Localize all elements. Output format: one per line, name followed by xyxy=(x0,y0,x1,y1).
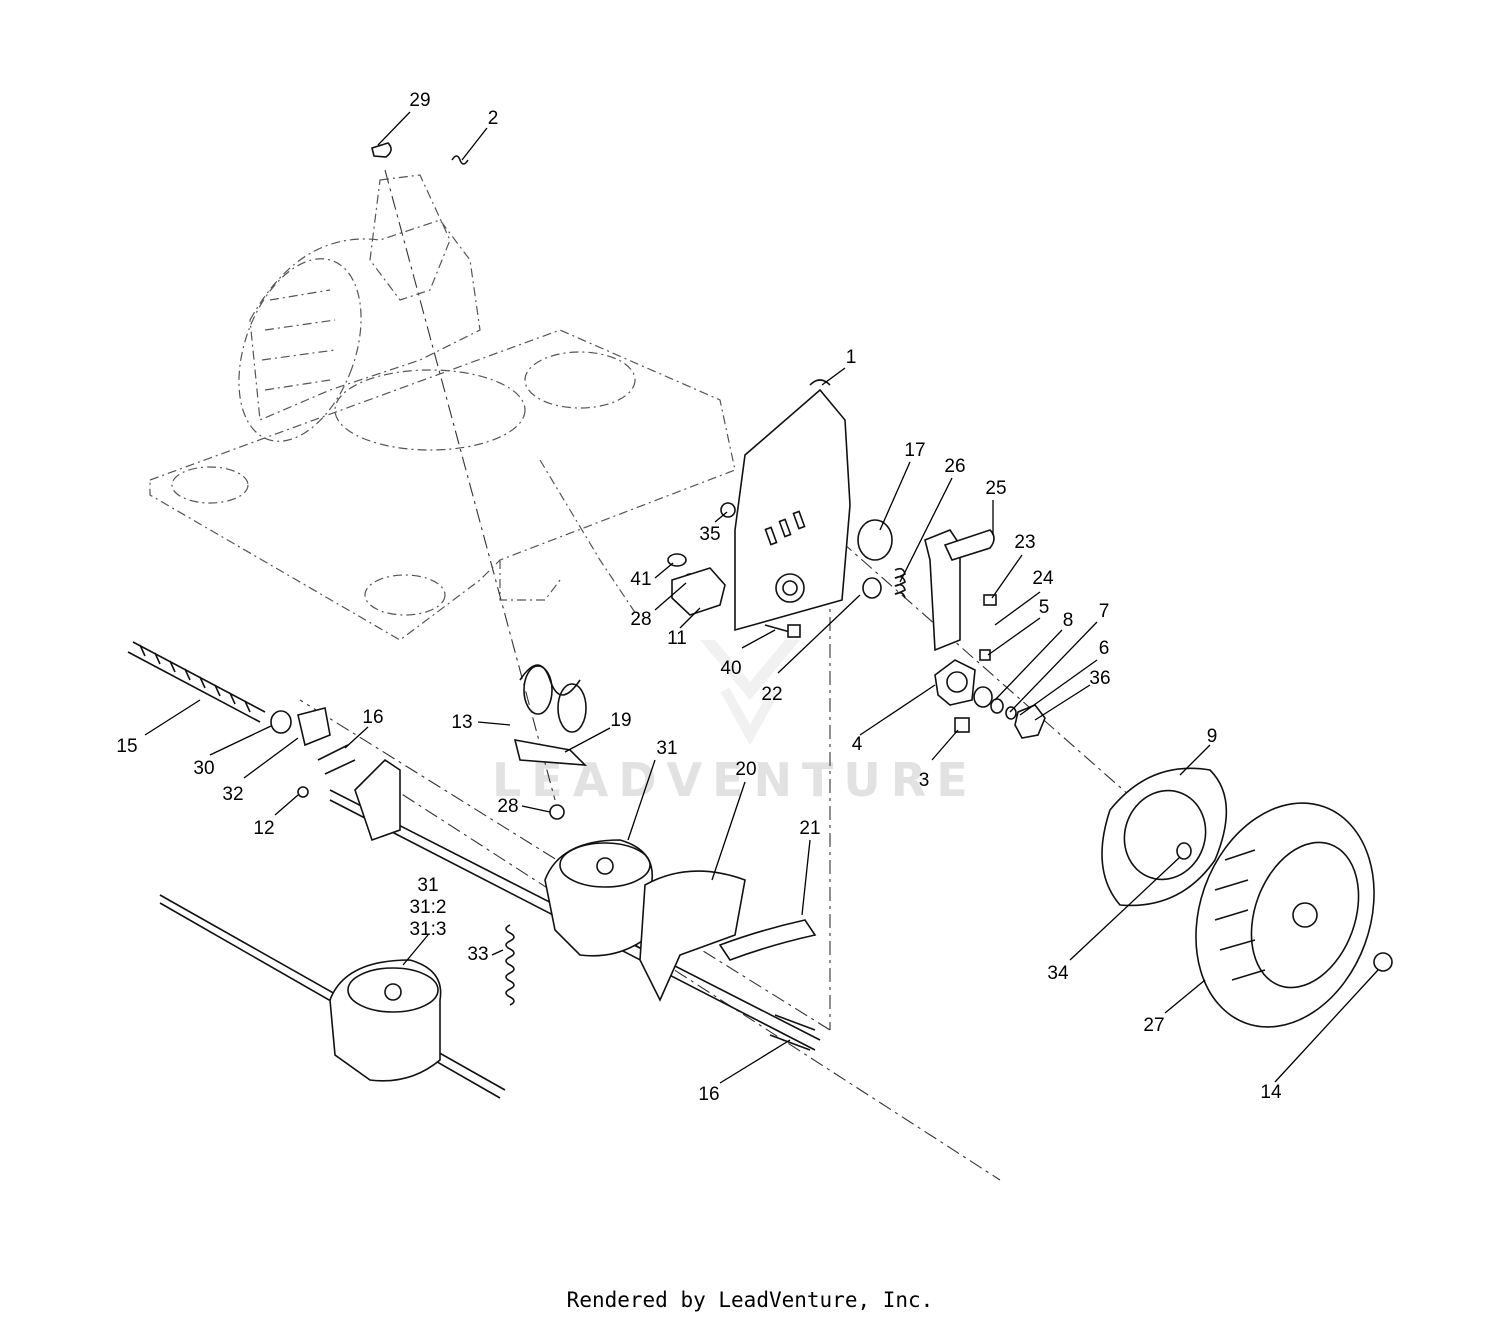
height-quadrant-20 xyxy=(639,870,746,1002)
callout-4: 4 xyxy=(852,734,863,755)
callout-17: 17 xyxy=(904,440,925,461)
callout-23: 23 xyxy=(1014,532,1035,553)
callout-28-top: 28 xyxy=(630,609,651,630)
gear-6-36 xyxy=(1014,704,1046,739)
bolt-3 xyxy=(954,717,970,733)
spring-16-bottom xyxy=(769,1014,816,1051)
callout-40: 40 xyxy=(720,658,741,679)
clip-2 xyxy=(451,155,469,165)
callout-27: 27 xyxy=(1143,1015,1164,1036)
callout-31-top: 31 xyxy=(656,738,677,759)
callout-20: 20 xyxy=(735,759,756,780)
callout-21: 21 xyxy=(799,818,820,839)
spring-26 xyxy=(894,567,906,599)
washer-8 xyxy=(990,698,1004,714)
clip-19 xyxy=(513,738,588,766)
transmission-31-bottom xyxy=(329,959,442,1082)
washer-34 xyxy=(1176,842,1192,860)
spring-16-top xyxy=(317,744,356,775)
pin-29 xyxy=(371,142,392,158)
handle-25 xyxy=(943,529,995,561)
assembly-center-lines xyxy=(159,169,1181,1181)
callout-1: 1 xyxy=(846,347,857,368)
washer-5 xyxy=(973,686,993,708)
callout-31-2: 31:2 xyxy=(410,897,447,918)
threaded-rod-15 xyxy=(127,641,266,723)
spring-33 xyxy=(505,924,515,1006)
callout-28-bottom: 28 xyxy=(497,796,518,817)
washer-22 xyxy=(862,577,882,599)
watermark-logo xyxy=(700,640,800,746)
wheel-hub-stack xyxy=(934,659,1046,739)
nut-28b xyxy=(549,804,565,820)
arm-21 xyxy=(718,919,817,961)
nut-14 xyxy=(1373,952,1393,972)
bolt-40-head xyxy=(787,624,801,638)
rear-wheel-ghost xyxy=(238,258,362,442)
callout-36: 36 xyxy=(1089,668,1110,689)
top-hardware xyxy=(371,142,469,165)
transmission-31-top xyxy=(544,839,653,957)
bracket-11 xyxy=(671,567,726,616)
callout-29: 29 xyxy=(409,90,430,111)
leader-lines xyxy=(144,111,1379,1084)
side-plate xyxy=(734,379,851,632)
callout-13: 13 xyxy=(451,712,472,733)
hub-4 xyxy=(934,659,976,706)
callout-25: 25 xyxy=(985,478,1006,499)
mower-frame-ghost xyxy=(149,174,736,641)
callout-32: 32 xyxy=(222,784,243,805)
callout-16-top: 16 xyxy=(362,707,383,728)
callout-3: 3 xyxy=(919,770,930,791)
callout-8: 8 xyxy=(1063,610,1074,631)
callout-31-3: 31:3 xyxy=(410,919,447,940)
callout-35: 35 xyxy=(699,524,720,545)
drive-train xyxy=(127,641,821,1099)
callout-11: 11 xyxy=(667,628,687,649)
callout-6: 6 xyxy=(1099,638,1110,659)
bolt-24 xyxy=(979,649,991,661)
pin-12 xyxy=(297,786,309,798)
washer-7 xyxy=(1005,706,1017,720)
bolt-23 xyxy=(983,594,997,606)
callout-9: 9 xyxy=(1207,726,1218,747)
drive-wheel-assembly xyxy=(1101,767,1393,1028)
washer-17 xyxy=(857,519,893,561)
callout-22: 22 xyxy=(761,684,782,705)
callout-19: 19 xyxy=(610,710,631,731)
callout-30: 30 xyxy=(193,758,214,779)
callout-12: 12 xyxy=(253,818,274,839)
render-credit: Rendered by LeadVenture, Inc. xyxy=(566,1288,934,1312)
callout-16-bottom: 16 xyxy=(698,1084,719,1105)
callout-31-bottom: 31 xyxy=(417,875,438,896)
callout-26: 26 xyxy=(944,456,965,477)
height-adjust-parts xyxy=(857,519,997,661)
bolt-40 xyxy=(764,624,791,633)
callout-5: 5 xyxy=(1039,597,1050,618)
callout-24: 24 xyxy=(1032,568,1054,589)
callout-labels: 29 2 1 17 26 25 23 24 5 8 7 6 36 35 41 2… xyxy=(116,90,1282,1105)
callout-7: 7 xyxy=(1099,601,1110,622)
callout-2: 2 xyxy=(488,108,499,129)
callout-15: 15 xyxy=(116,736,137,757)
wheel-tire-27 xyxy=(1195,802,1375,1028)
bracket-32 xyxy=(297,707,331,747)
callout-14: 14 xyxy=(1260,1082,1282,1103)
spacer-30 xyxy=(270,710,292,734)
axle-bracket xyxy=(354,758,401,842)
callout-33: 33 xyxy=(467,944,488,965)
callout-34: 34 xyxy=(1047,963,1069,984)
callout-41: 41 xyxy=(630,569,651,590)
